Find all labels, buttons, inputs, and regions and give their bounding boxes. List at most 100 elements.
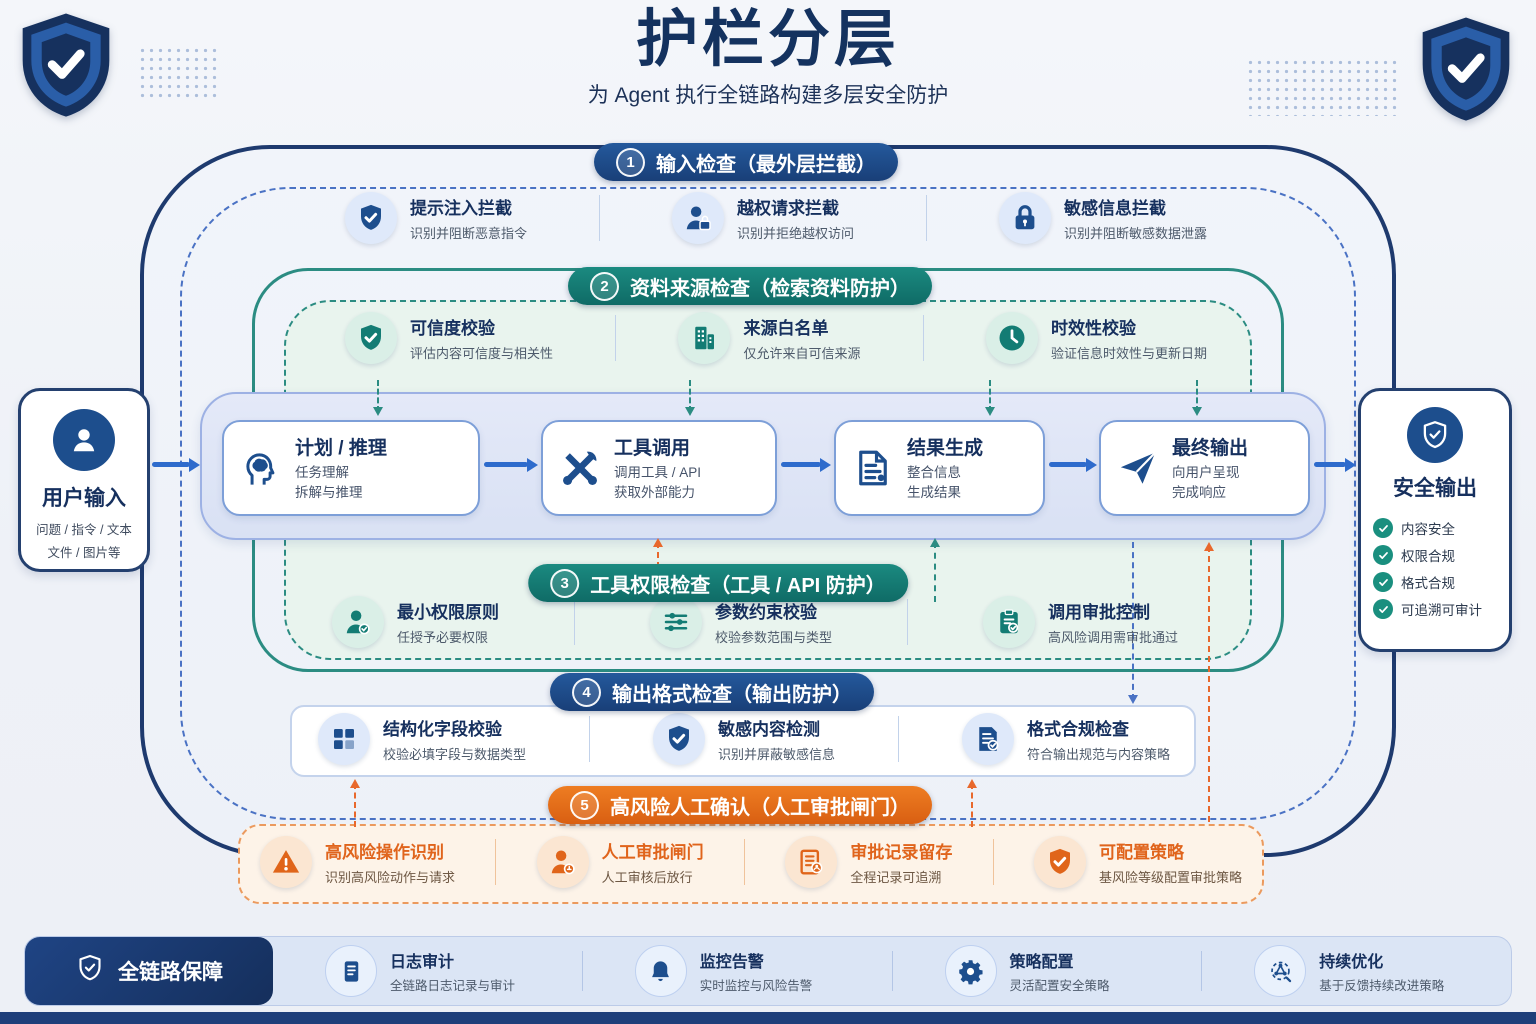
feature-desc: 全程记录可追溯	[850, 870, 942, 885]
check-item: 内容安全	[1373, 518, 1497, 538]
footer-badge-label: 全链路保障	[118, 961, 223, 984]
divider	[581, 951, 583, 991]
divider	[897, 716, 899, 762]
step-final-output: 最终输出 向用户呈现完成响应	[1099, 420, 1310, 516]
feature-desc: 仅允许来自可信来源	[743, 346, 861, 361]
shield-badge-icon	[14, 10, 118, 131]
feature-title: 调用审批控制	[1047, 603, 1150, 622]
connector-dashed	[685, 380, 695, 416]
doc-check-icon	[961, 713, 1014, 765]
shield-check-icon	[345, 192, 397, 244]
connector-dashed	[985, 380, 995, 416]
layer4-container	[290, 705, 1196, 777]
feature-desc: 识别高风险动作与请求	[325, 870, 456, 885]
feature-item: 人工审批闸门 人工审核后放行	[536, 836, 704, 888]
footer-item: 监控告警 实时监控与风险告警	[583, 945, 892, 997]
shield-outline-icon	[75, 953, 105, 989]
step-title: 工具调用	[614, 438, 691, 460]
footer-item: 日志审计 全链路日志记录与审计	[273, 945, 582, 997]
feature-desc: 基风险等级配置审批策略	[1098, 870, 1242, 885]
dot-pattern	[1246, 58, 1398, 116]
feature-desc: 识别并阻断敏感数据泄露	[1063, 226, 1207, 241]
optimize-icon	[1254, 945, 1307, 997]
feature-desc: 高风险调用需审批通过	[1047, 630, 1178, 645]
check-circle-icon	[1373, 599, 1393, 619]
feature-item: 格式合规检查 符合输出规范与内容策略	[961, 713, 1170, 765]
layer1-badge: 1 输入检查（最外层拦截）	[594, 143, 898, 181]
bell-icon	[634, 945, 687, 997]
divider	[573, 599, 575, 645]
feature-item: 越权请求拦截 识别并拒绝越权访问	[671, 192, 854, 244]
divider	[744, 839, 745, 885]
feature-title: 可信度校验	[410, 319, 495, 338]
layer2-badge: 2 资料来源检查（检索资料防护）	[568, 267, 932, 305]
sliders-icon	[649, 596, 702, 648]
footer-bar: 全链路保障 日志审计 全链路日志记录与审计 监控告警 实时监控与风险告警 策略配…	[24, 936, 1512, 1006]
clipboard-check-icon	[982, 596, 1035, 648]
lock-icon	[998, 192, 1051, 244]
feature-title: 格式合规检查	[1026, 720, 1129, 739]
step-title: 最终输出	[1172, 438, 1249, 460]
layer4-label: 输出格式检查（输出防护）	[612, 683, 852, 706]
feature-item: 提示注入拦截 识别并阻断恶意指令	[345, 192, 527, 244]
layer5-badge: 5 高风险人工确认（人工审批闸门）	[548, 786, 932, 824]
feature-title: 审批记录留存	[850, 843, 953, 862]
connector-dashed	[653, 538, 663, 568]
warning-icon	[260, 836, 312, 888]
feature-desc: 校验参数范围与类型	[714, 630, 832, 645]
divider	[495, 839, 497, 885]
divider	[589, 716, 590, 762]
footer-item: 持续优化 基于反馈持续改进策略	[1202, 945, 1511, 997]
tools-icon	[559, 447, 601, 489]
connector-dashed	[373, 380, 383, 416]
page-title: 护栏分层	[635, 5, 900, 74]
check-item: 可追溯可审计	[1373, 599, 1497, 619]
feature-title: 参数约束校验	[714, 603, 817, 622]
divider	[992, 839, 994, 885]
feature-title: 人工审批闸门	[601, 843, 704, 862]
layer5-number: 5	[570, 790, 599, 820]
check-circle-icon	[1373, 518, 1393, 538]
feature-item: 敏感信息拦截 识别并阻断敏感数据泄露	[998, 192, 1207, 244]
check-item: 权限合规	[1373, 545, 1497, 565]
feature-desc: 识别并拒绝越权访问	[736, 226, 854, 241]
connector-dashed	[350, 779, 360, 827]
layer4-number: 4	[572, 677, 601, 707]
feature-item: 调用审批控制 高风险调用需审批通过	[982, 596, 1178, 648]
footer-badge: 全链路保障	[25, 937, 273, 1005]
feature-item: 审批记录留存 全程记录可追溯	[785, 836, 952, 888]
feature-item: 来源白名单 仅允许来自可信来源	[678, 312, 861, 364]
check-circle-icon	[1373, 545, 1393, 565]
feature-desc: 评估内容可信度与相关性	[410, 346, 554, 361]
feature-item: 结构化字段校验 校验必填字段与数据类型	[318, 713, 526, 765]
feature-desc: 人工审核后放行	[601, 870, 693, 885]
feature-title: 最小权限原则	[397, 603, 499, 622]
divider	[891, 951, 893, 991]
header: 护栏分层 为 Agent 执行全链路构建多层安全防护	[0, 4, 1536, 109]
divider	[615, 315, 617, 361]
person-check-icon	[332, 596, 384, 648]
feature-desc: 验证信息时效性与更新日期	[1050, 346, 1207, 361]
layer2-number: 2	[590, 271, 619, 301]
check-item: 格式合规	[1373, 572, 1497, 592]
flow-arrow	[781, 462, 821, 467]
plane-icon	[1117, 447, 1159, 489]
connector-dashed	[1204, 542, 1214, 822]
doc-icon	[852, 447, 894, 489]
layer1-label: 输入检查（最外层拦截）	[656, 153, 876, 176]
user-input-box: 用户输入 问题 / 指令 / 文本 文件 / 图片等	[18, 388, 150, 572]
feature-desc: 符合输出规范与内容策略	[1026, 747, 1170, 762]
feature-title: 结构化字段校验	[383, 720, 502, 739]
feature-item: 敏感内容检测 识别并屏蔽敏感信息	[652, 713, 835, 765]
feature-item: 时效性校验 验证信息时效性与更新日期	[985, 312, 1207, 364]
divider	[922, 315, 924, 361]
footer-item: 策略配置 灵活配置安全策略	[893, 945, 1202, 997]
layer3-items: 最小权限原则 任授予必要权限 参数约束校验 校验参数范围与类型 调用审批控制 高…	[332, 596, 1178, 648]
user-input-line1: 问题 / 指令 / 文本	[36, 523, 132, 537]
feature-title: 来源白名单	[743, 319, 829, 338]
shield-check-icon	[652, 713, 705, 765]
flow-arrow	[1314, 462, 1346, 467]
feature-item: 可配置策略 基风险等级配置审批策略	[1033, 836, 1242, 888]
